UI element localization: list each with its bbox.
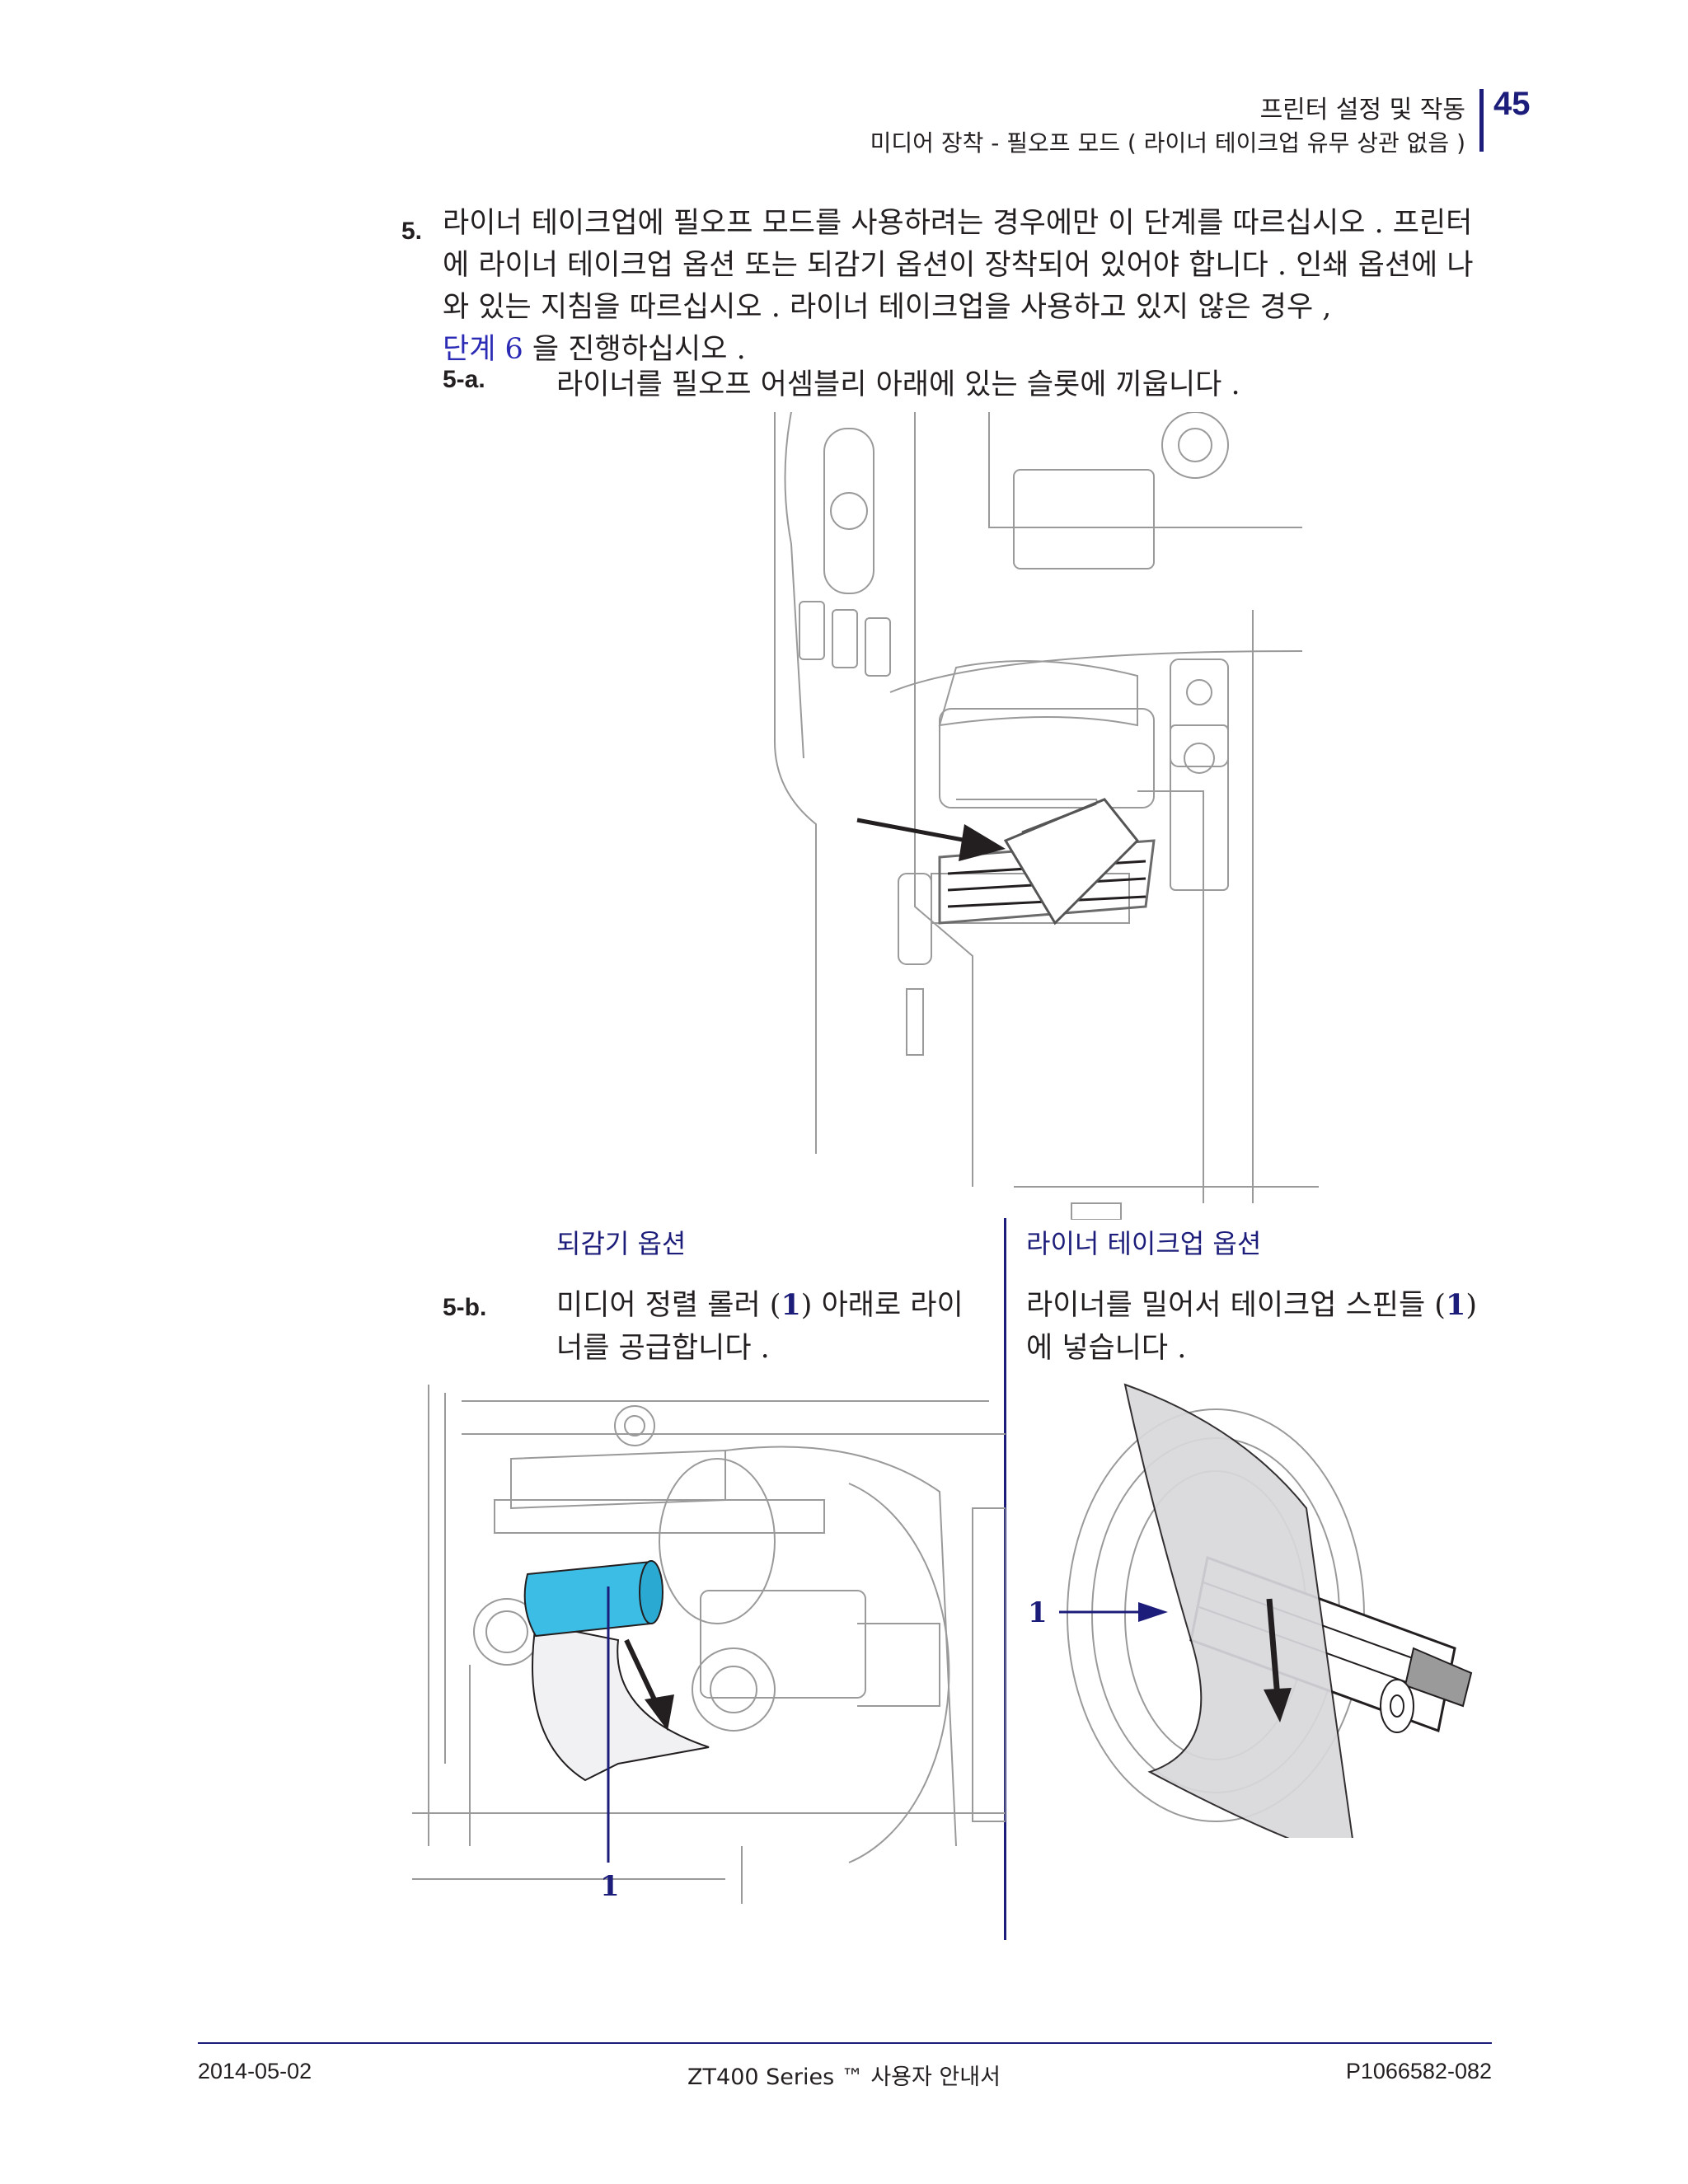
step-5b-text-after: ) 아래로 라이너를 공급합니다 .: [556, 1289, 964, 1365]
step-6-link[interactable]: 단계 6: [443, 333, 523, 366]
step-5b-number: 5-b.: [443, 1294, 487, 1321]
footer-document-title: ZT400 Series ™ 사용자 안내서: [687, 2064, 1001, 2090]
liner-option-text: 라이너를 밀어서 테이크업 스핀들 (1) 에 넣습니다 .: [1026, 1284, 1488, 1370]
footer-part-number: P1066582-082: [1345, 2059, 1492, 2083]
rewind-option-heading: 되감기 옵션: [556, 1228, 687, 1259]
step-5-body: 라이너 테이크업에 필오프 모드를 사용하려는 경우에만 이 단계를 따르십시오…: [443, 207, 1474, 324]
footer-date: 2014-05-02: [198, 2059, 312, 2083]
step-5b-ref: 1: [781, 1288, 801, 1322]
step-5-tail: 을 진행하십시오 .: [523, 333, 746, 366]
peel-off-slot-illustration: [774, 412, 1319, 1220]
page-number: 45: [1493, 86, 1531, 122]
liner-option-ref: 1: [1445, 1288, 1466, 1322]
step-5a-number: 5-a.: [443, 366, 485, 393]
step-5-text: 라이너 테이크업에 필오프 모드를 사용하려는 경우에만 이 단계를 따르십시오…: [443, 203, 1498, 371]
header-section-title: 프린터 설정 및 작동: [1259, 96, 1465, 124]
rewind-callout-1: 1: [600, 1870, 620, 1903]
step-5-number: 5.: [401, 218, 423, 245]
liner-callout-1: 1: [1028, 1596, 1048, 1629]
footer-divider: [198, 2042, 1492, 2044]
rewind-option-illustration: 1: [412, 1385, 1006, 1904]
liner-option-text-before: 라이너를 밀어서 테이크업 스핀들 (: [1026, 1289, 1446, 1322]
liner-option-text-after: ) 에 넣습니다 .: [1026, 1289, 1477, 1365]
step-5b-text: 미디어 정렬 롤러 (1) 아래로 라이너를 공급합니다 .: [556, 1284, 985, 1370]
liner-takeup-illustration: 1: [1028, 1383, 1473, 1838]
header-divider: [1479, 89, 1484, 152]
step-5a-text: 라이너를 필오프 어셈블리 아래에 있는 슬롯에 끼웁니다 .: [556, 368, 1240, 401]
step-5b-text-before: 미디어 정렬 롤러 (: [556, 1289, 781, 1322]
header-subtitle: 미디어 장착 - 필오프 모드 ( 라이너 테이크업 유무 상관 없음 ): [870, 129, 1465, 157]
liner-takeup-option-heading: 라이너 테이크업 옵션: [1026, 1228, 1262, 1259]
